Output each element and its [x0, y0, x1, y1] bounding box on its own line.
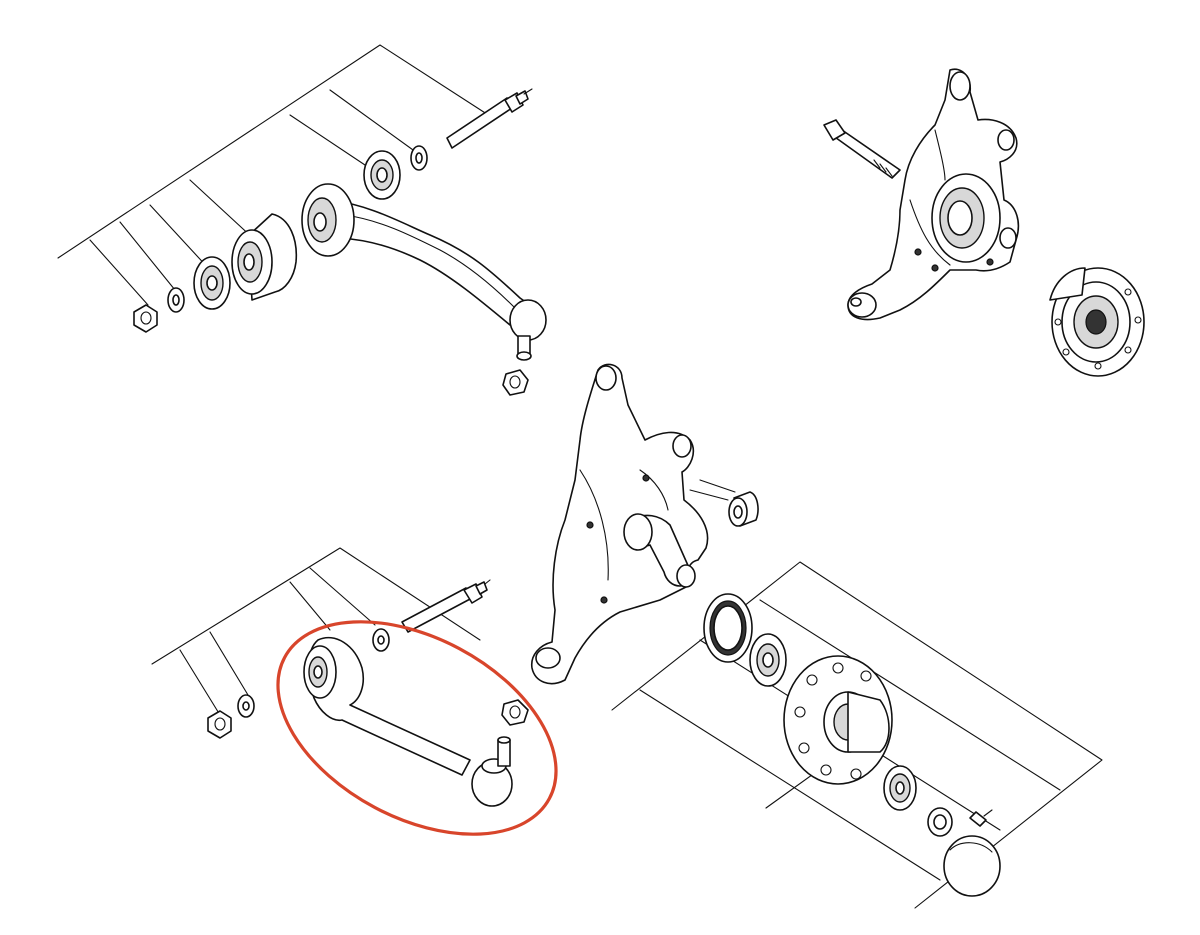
- hub-bearing-outer: [883, 765, 917, 811]
- upper-control-arm-assembly: [57, 44, 547, 396]
- hub-seal: [703, 593, 753, 663]
- upper-arm-ball-nut: [502, 369, 529, 396]
- highlight-ellipse: [276, 620, 558, 836]
- hub-dust-cap: [943, 835, 1001, 897]
- hub-flange: [783, 655, 893, 785]
- upper-control-arm: [301, 183, 547, 361]
- lower-control-arm: [303, 636, 513, 807]
- lower-arm-bolt: [401, 579, 491, 633]
- upper-knuckle-assembly: [823, 68, 1145, 377]
- upper-arm-bearing-right: [363, 150, 401, 200]
- knuckle-spacer: [689, 479, 759, 527]
- steering-knuckle-upper: [847, 68, 1020, 321]
- lower-control-arm-assembly: [151, 547, 529, 807]
- upper-arm-leader-lines: [57, 44, 494, 306]
- hub-assembly: [611, 561, 1103, 909]
- wheel-hub-upper: [1049, 267, 1145, 377]
- upper-arm-rubber-bushing: [231, 213, 298, 301]
- hub-retaining-ring: [927, 807, 953, 837]
- hub-screw: [969, 809, 993, 827]
- upper-arm-washer: [410, 145, 428, 171]
- main-steering-knuckle: [530, 363, 709, 685]
- lower-arm-washer-right: [372, 628, 390, 652]
- upper-arm-washer-left: [167, 287, 185, 313]
- upper-arm-bolt: [446, 88, 533, 149]
- hub-bearing-inner: [749, 633, 787, 687]
- lower-arm-nut: [207, 710, 232, 739]
- knuckle-bolt: [823, 119, 901, 179]
- upper-arm-bearing-left: [193, 256, 231, 310]
- lower-arm-ball-nut: [501, 699, 529, 726]
- upper-arm-nut: [133, 304, 158, 333]
- lower-arm-washer-left: [237, 694, 255, 718]
